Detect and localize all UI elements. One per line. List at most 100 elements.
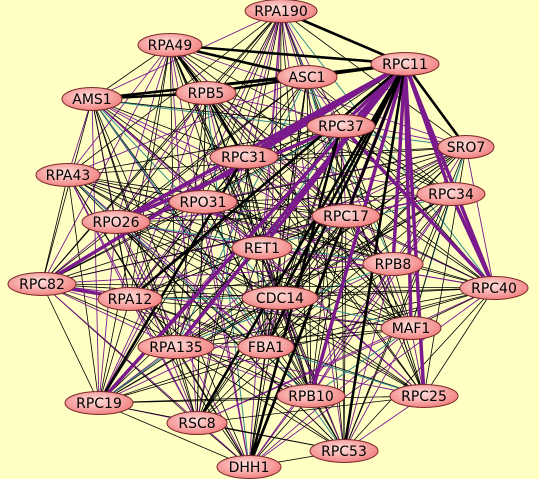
node-shape (35, 163, 101, 187)
edge (41, 283, 177, 348)
edge (243, 156, 281, 299)
node-shape (175, 81, 237, 105)
node-rpa49[interactable]: RPA49 (137, 33, 203, 57)
node-rpa12[interactable]: RPA12 (97, 287, 163, 311)
edge (423, 287, 495, 397)
node-rpc40[interactable]: RPC40 (459, 276, 529, 300)
edge-strong (309, 62, 407, 398)
node-rpa135[interactable]: RPA135 (137, 335, 215, 359)
node-rpb8[interactable]: RPB8 (362, 252, 424, 276)
node-asc1[interactable]: ASC1 (276, 65, 338, 89)
edge (115, 215, 347, 223)
edge (98, 395, 425, 404)
edge (91, 98, 412, 329)
edge (41, 44, 171, 285)
edge (243, 156, 312, 397)
node-shape (362, 252, 424, 276)
edge-strong (391, 62, 407, 266)
node-shape (437, 135, 495, 159)
edge (265, 193, 452, 348)
edge (340, 125, 452, 195)
edge (115, 193, 452, 223)
edge (169, 44, 467, 148)
edge (41, 283, 250, 468)
edge (129, 298, 312, 397)
edge (196, 327, 412, 424)
node-shape (306, 114, 376, 138)
edge (310, 327, 412, 397)
node-shape (231, 236, 293, 260)
node-rpo31[interactable]: RPO31 (168, 190, 238, 214)
edge-strong (403, 62, 468, 149)
edge-strong (403, 62, 453, 196)
edge (41, 76, 308, 285)
edge (41, 215, 347, 285)
node-dhh1[interactable]: DHH1 (216, 455, 282, 479)
edge (41, 201, 204, 285)
node-rpc37[interactable]: RPC37 (306, 114, 376, 138)
node-rpc25[interactable]: RPC25 (389, 384, 459, 408)
edge (129, 298, 198, 424)
node-shape (137, 33, 203, 57)
edge (115, 221, 198, 424)
node-cdc14[interactable]: CDC14 (241, 286, 319, 310)
edge (196, 215, 347, 424)
edge (202, 10, 282, 203)
edge (115, 221, 281, 299)
node-shape (168, 190, 238, 214)
node-rpc53[interactable]: RPC53 (309, 439, 379, 463)
edge (243, 156, 452, 195)
edge-strong (339, 124, 496, 290)
node-shape (81, 210, 151, 234)
edge (196, 395, 425, 424)
edge (465, 146, 495, 289)
node-sro7[interactable]: SRO7 (437, 135, 495, 159)
node-maf1[interactable]: MAF1 (380, 316, 442, 340)
edge (306, 76, 347, 217)
edge (98, 263, 394, 404)
node-shape (416, 182, 486, 206)
edge (261, 146, 467, 249)
edge (248, 287, 495, 468)
edge-strong (114, 124, 343, 224)
node-ams1[interactable]: AMS1 (61, 87, 123, 111)
node-shape (209, 145, 279, 169)
edge (196, 287, 495, 424)
edge (115, 92, 207, 223)
node-rsc8[interactable]: RSC8 (166, 411, 228, 435)
node-rpb10[interactable]: RPB10 (276, 384, 346, 408)
edge (392, 193, 452, 265)
edge (345, 215, 495, 289)
node-rpc34[interactable]: RPC34 (416, 182, 486, 206)
node-shape (389, 384, 459, 408)
edge (129, 263, 394, 300)
node-fba1[interactable]: FBA1 (237, 335, 295, 359)
edge (175, 346, 425, 397)
node-rpc11[interactable]: RPC11 (370, 52, 440, 76)
node-ret1[interactable]: RET1 (231, 236, 293, 260)
edge (175, 327, 412, 348)
node-rpo26[interactable]: RPO26 (81, 210, 151, 234)
edge-strong (114, 62, 407, 224)
edge (248, 346, 267, 468)
node-rpc19[interactable]: RPC19 (64, 391, 134, 415)
node-shape (309, 439, 379, 463)
node-rpc31[interactable]: RPC31 (209, 145, 279, 169)
node-shape (97, 287, 163, 311)
edge (67, 10, 282, 176)
edge (279, 297, 345, 452)
node-rpa43[interactable]: RPA43 (35, 163, 101, 187)
node-shape (370, 52, 440, 76)
node-rpc82[interactable]: RPC82 (7, 272, 77, 296)
edge (98, 346, 267, 404)
node-rpc17[interactable]: RPC17 (311, 204, 381, 228)
edge (91, 98, 394, 265)
node-rpa190[interactable]: RPA190 (244, 0, 318, 23)
edge (41, 283, 412, 329)
node-rpb5[interactable]: RPB5 (175, 81, 237, 105)
edge (67, 125, 342, 176)
edge (196, 297, 281, 424)
edge (175, 193, 452, 348)
edge-strong (128, 62, 407, 301)
